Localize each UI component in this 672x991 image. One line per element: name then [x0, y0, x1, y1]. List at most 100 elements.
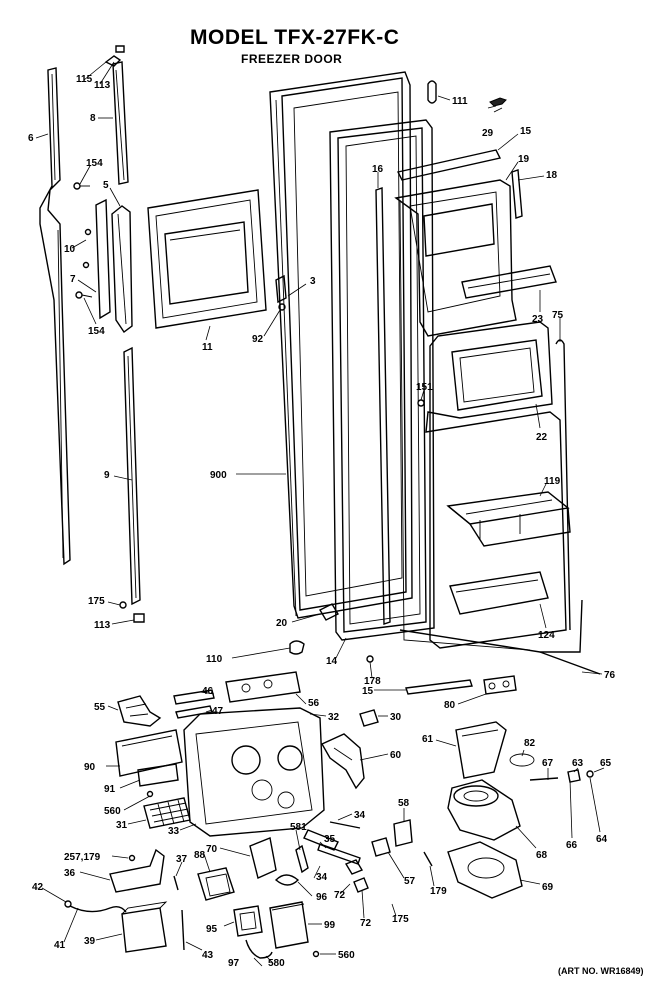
part-label: 175	[392, 914, 409, 925]
part-label: 9	[104, 470, 110, 481]
part-label: 92	[252, 334, 264, 345]
part-label: 90	[84, 762, 96, 773]
leader-lines	[35, 61, 605, 967]
part-solenoid-88	[197, 867, 235, 901]
part-label: 18	[546, 170, 558, 181]
part-wire-97	[245, 939, 273, 959]
part-bin-124	[449, 571, 549, 615]
part-screws	[73, 182, 93, 299]
diagram-subtitle: FREEZER DOOR	[241, 52, 343, 66]
part-motor-68	[447, 779, 521, 841]
art-number: (ART NO. WR16849)	[558, 966, 644, 976]
part-label: 124	[538, 630, 555, 641]
part-label: 14	[326, 656, 338, 667]
part-label: 110	[206, 654, 223, 665]
part-bracket-60	[321, 733, 365, 790]
part-label: 15	[520, 126, 532, 137]
part-label: 43	[202, 950, 214, 961]
part-label: 37	[176, 854, 188, 865]
part-label: 179	[430, 886, 447, 897]
part-111-29	[427, 80, 507, 113]
part-label: 20	[276, 618, 288, 629]
diagram-title: MODEL TFX-27FK-C	[190, 26, 400, 49]
part-label: 70	[206, 844, 218, 855]
part-label: 154	[86, 158, 103, 169]
part-coil-96	[274, 874, 300, 886]
part-label: 3	[310, 276, 316, 287]
part-label: 76	[604, 670, 616, 681]
part-label: 56	[308, 698, 320, 709]
part-label: 69	[542, 882, 554, 893]
part-label: 60	[390, 750, 402, 761]
part-label: 560	[104, 806, 121, 817]
part-strip-5-7	[95, 198, 133, 334]
part-switch-95	[233, 905, 263, 937]
part-label: 581	[290, 822, 307, 833]
part-label: 15	[362, 686, 374, 697]
part-inner-liner-19	[394, 179, 583, 653]
part-strip-9	[123, 346, 141, 606]
part-bin-119	[446, 491, 571, 547]
part-gasket-frame-16	[329, 119, 435, 641]
part-lower-small-parts	[289, 603, 517, 695]
part-label: 61	[422, 734, 434, 745]
part-small-175-113	[119, 601, 145, 623]
part-box-39	[121, 901, 168, 953]
part-label: 97	[228, 958, 240, 969]
part-dispenser-housing-32	[183, 707, 325, 837]
part-number-labels: 115 113 6 8 154 5 10 7 154 11 3 92 9 900…	[28, 74, 616, 969]
part-label: 111	[452, 96, 468, 107]
part-label: 58	[398, 798, 410, 809]
part-label: 57	[404, 876, 416, 887]
part-bracket-70	[249, 837, 277, 879]
part-strip-8	[112, 61, 129, 185]
part-label: 31	[116, 820, 128, 831]
part-label: 68	[536, 850, 548, 861]
part-label: 66	[566, 840, 578, 851]
part-bracket-3	[275, 274, 287, 311]
part-label: 35	[324, 834, 336, 845]
part-gasket-strip-6	[39, 67, 71, 566]
part-label: 580	[268, 958, 285, 969]
part-label: 900	[210, 470, 227, 481]
part-label: 96	[316, 892, 328, 903]
part-label: 23	[532, 314, 544, 325]
part-label: 95	[206, 924, 218, 935]
part-label: 113	[94, 80, 111, 91]
part-label: 64	[596, 834, 608, 845]
part-panel-11	[147, 189, 267, 329]
part-label: 47	[212, 706, 224, 717]
part-label: 11	[202, 342, 213, 353]
part-label: 7	[70, 274, 76, 285]
part-label: 151	[416, 382, 433, 393]
part-rod-43	[181, 909, 185, 951]
part-grille-31	[143, 790, 191, 829]
part-base-69	[447, 841, 523, 899]
part-upper-dispenser-parts	[117, 671, 301, 727]
part-label: 16	[372, 164, 384, 175]
part-label: 29	[482, 128, 494, 139]
part-label: 34	[316, 872, 328, 883]
part-door-panel-900	[269, 71, 413, 619]
part-label: 33	[168, 826, 180, 837]
part-label: 19	[518, 154, 530, 165]
part-label: 30	[390, 712, 402, 723]
part-label: 72	[360, 918, 372, 929]
part-label: 75	[552, 310, 564, 321]
part-label: 80	[444, 700, 456, 711]
part-rod-75	[555, 339, 571, 631]
part-label: 39	[84, 936, 96, 947]
part-label: 55	[94, 702, 106, 713]
part-screw-560	[312, 950, 320, 958]
part-label: 99	[324, 920, 336, 931]
part-label: 67	[542, 758, 554, 769]
part-label: 154	[88, 326, 105, 337]
part-screw-151	[417, 399, 425, 407]
part-label: 65	[600, 758, 612, 769]
part-fitting-72	[344, 859, 369, 893]
part-clip-115	[104, 45, 125, 67]
part-label: 115	[76, 74, 93, 85]
part-thin-strip-18	[375, 169, 523, 625]
part-label: 63	[572, 758, 584, 769]
